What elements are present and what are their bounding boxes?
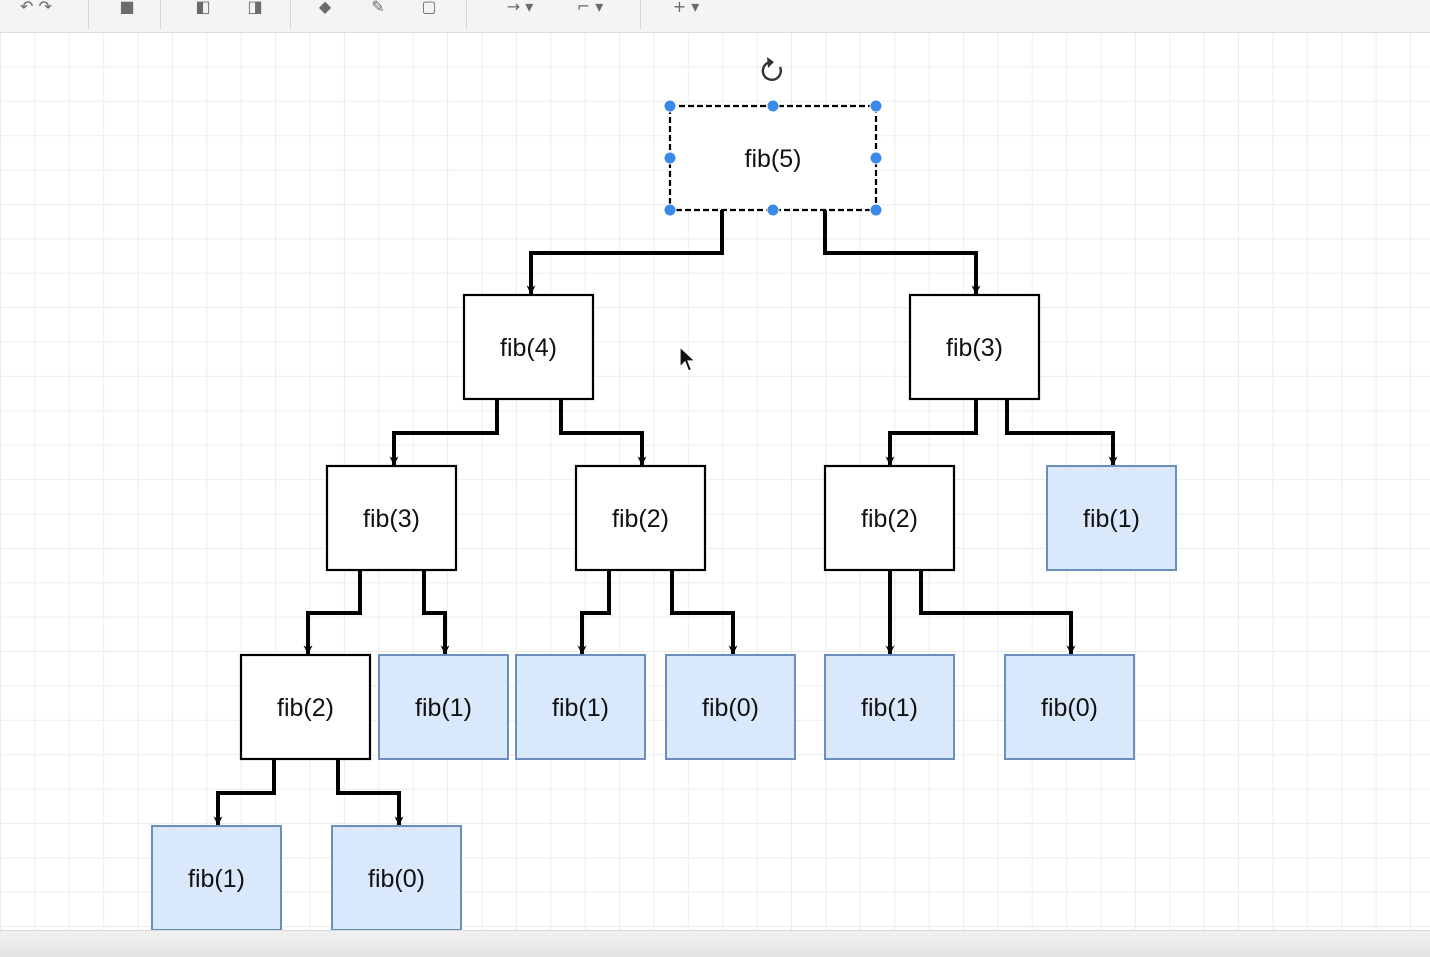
node-n0c[interactable]: fib(0) [331,825,462,931]
edge-n2b-n0b[interactable] [919,570,1076,655]
toolbar-separator [88,0,89,30]
node-box[interactable] [1046,465,1177,571]
selection-layer [663,57,883,217]
toolbar-separator [160,0,161,30]
edges-layer [213,210,1118,826]
resize-handle[interactable] [663,99,677,113]
fill-color-icon[interactable]: ◆ [318,0,332,14]
node-n0a[interactable]: fib(0) [665,654,796,760]
edge-n4-n3a[interactable] [389,399,499,466]
edge-n2a-n0a[interactable] [670,570,738,655]
node-box[interactable] [151,825,282,931]
node-box[interactable] [325,464,458,572]
resize-handle[interactable] [869,151,883,165]
node-box[interactable] [665,654,796,760]
node-n1e[interactable]: fib(1) [151,825,282,931]
node-label: fib(1) [188,865,245,893]
node-box[interactable] [1004,654,1135,760]
edge-n3b-n1a[interactable] [1005,399,1118,466]
undo-icon[interactable]: ↶ ↷ [20,0,52,14]
node-label: fib(0) [1041,694,1098,722]
node-n0b[interactable]: fib(0) [1004,654,1135,760]
node-box[interactable] [331,825,462,931]
to-back-icon[interactable]: ◨ [247,0,263,14]
node-label: fib(3) [946,334,1003,362]
node-label: fib(2) [861,505,918,533]
resize-handle[interactable] [869,99,883,113]
node-label: fib(0) [702,694,759,722]
node-n3b[interactable]: fib(3) [908,293,1041,401]
node-label: fib(3) [363,505,420,533]
rotate-handle-icon[interactable] [761,57,782,81]
node-n1b[interactable]: fib(1) [378,654,509,760]
shadow-icon[interactable]: ▢ [421,0,437,14]
node-box[interactable] [824,654,955,760]
node-label: fib(2) [277,694,334,722]
line-color-icon[interactable]: ✎ [371,0,385,14]
connection-style-icon[interactable]: → ▾ [506,0,534,14]
nodes-layer: fib(5) fib(4) fib(3) fib(3) fib(2) fib(2) fib(… [151,104,1177,931]
node-label: fib(0) [368,865,425,893]
node-n3a[interactable]: fib(3) [325,464,458,572]
edge-n2c-n0c[interactable] [336,759,404,826]
waypoints-icon[interactable]: ⌐ ▾ [576,0,604,14]
resize-handle[interactable] [869,203,883,217]
edge-n2c-n1e[interactable] [213,759,276,826]
toolbar-separator [290,0,291,30]
node-box[interactable] [378,654,509,760]
node-box[interactable] [908,293,1041,401]
edge-n3a-n2c[interactable] [303,570,362,655]
resize-handle[interactable] [663,203,677,217]
edge-n5-n3b[interactable] [823,210,981,295]
node-n5[interactable]: fib(5) [668,104,878,212]
node-box[interactable] [239,653,372,761]
node-n1d[interactable]: fib(1) [824,654,955,760]
edge-n3b-n2b[interactable] [885,399,978,466]
node-label: fib(2) [612,505,669,533]
resize-handle[interactable] [766,203,780,217]
resize-handle[interactable] [663,151,677,165]
toolbar-separator [466,0,467,30]
node-n1a[interactable]: fib(1) [1046,465,1177,571]
insert-icon[interactable]: + ▾ [672,0,700,14]
node-label: fib(5) [745,145,802,173]
edge-n4-n2a[interactable] [559,399,647,466]
node-label: fib(1) [1083,505,1140,533]
node-label: fib(1) [552,694,609,722]
node-n2a[interactable]: fib(2) [574,464,707,572]
mouse-cursor-icon [679,346,697,372]
node-label: fib(1) [861,694,918,722]
toolbar-separator [640,0,641,30]
node-n2b[interactable]: fib(2) [823,464,956,572]
resize-handle[interactable] [766,99,780,113]
node-n2c[interactable]: fib(2) [239,653,372,761]
edge-n3a-n1b[interactable] [422,570,450,655]
node-n4[interactable]: fib(4) [462,293,595,401]
bottom-bar [0,930,1430,957]
delete-icon[interactable]: ■ [119,0,135,14]
to-front-icon[interactable]: ◧ [195,0,211,14]
edge-n5-n4[interactable] [526,210,724,295]
node-box[interactable] [574,464,707,572]
node-n1c[interactable]: fib(1) [515,654,646,760]
node-box[interactable] [515,654,646,760]
node-box[interactable] [823,464,956,572]
edge-n2a-n1c[interactable] [577,570,611,655]
node-label: fib(4) [500,334,557,362]
toolbar: ↶ ↷ ■ ◧ ◨ ◆ ✎ ▢ → ▾ ⌐ ▾ + ▾ [0,0,1430,33]
node-box[interactable] [462,293,595,401]
node-label: fib(1) [415,694,472,722]
